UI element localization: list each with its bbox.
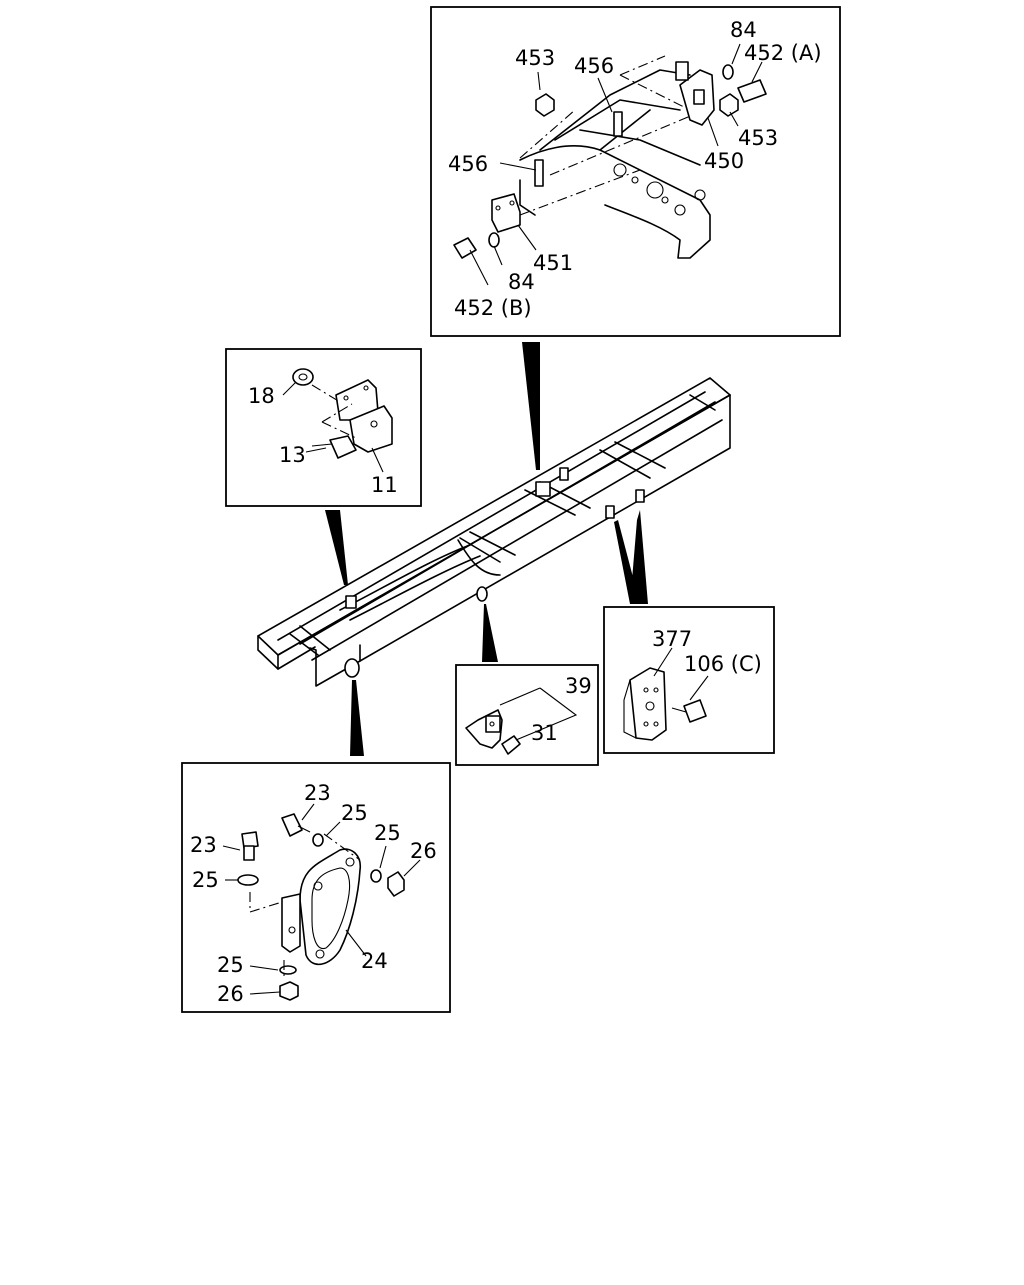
label-452a: 452 (A) (744, 41, 822, 65)
label-25-bottom: 25 (217, 953, 244, 977)
label-456-top: 456 (574, 54, 614, 78)
detail-box-left: 18 13 11 (225, 348, 422, 507)
detail-box-middle: 39 31 (455, 664, 599, 766)
chassis-frame (257, 377, 731, 687)
label-24: 24 (361, 949, 388, 973)
label-453-right: 453 (738, 126, 778, 150)
label-450: 450 (704, 149, 744, 173)
label-13: 13 (279, 443, 306, 467)
label-25-right: 25 (374, 821, 401, 845)
detail-box-right: 377 106 (C) (603, 606, 775, 754)
label-106c: 106 (C) (684, 652, 762, 676)
label-25-top: 25 (341, 801, 368, 825)
label-451: 451 (533, 251, 573, 275)
label-84-top: 84 (730, 18, 757, 42)
label-11: 11 (371, 473, 398, 497)
label-18: 18 (248, 384, 275, 408)
label-456-left: 456 (448, 152, 488, 176)
label-453-top: 453 (515, 46, 555, 70)
label-26-right: 26 (410, 839, 437, 863)
detail-box-bottom: 23 25 23 25 26 25 24 25 26 (181, 762, 451, 1013)
label-23-top: 23 (304, 781, 331, 805)
label-39: 39 (565, 674, 592, 698)
label-23-left: 23 (190, 833, 217, 857)
label-31: 31 (531, 721, 558, 745)
label-377: 377 (652, 627, 692, 651)
label-25-left: 25 (192, 868, 219, 892)
label-452b: 452 (B) (454, 296, 532, 320)
label-84-bottom: 84 (508, 270, 535, 294)
label-26-bottom: 26 (217, 982, 244, 1006)
detail-box-top: 453 456 84 452 (A) 453 450 456 451 84 45… (430, 6, 841, 337)
detail-pointers (325, 342, 648, 756)
